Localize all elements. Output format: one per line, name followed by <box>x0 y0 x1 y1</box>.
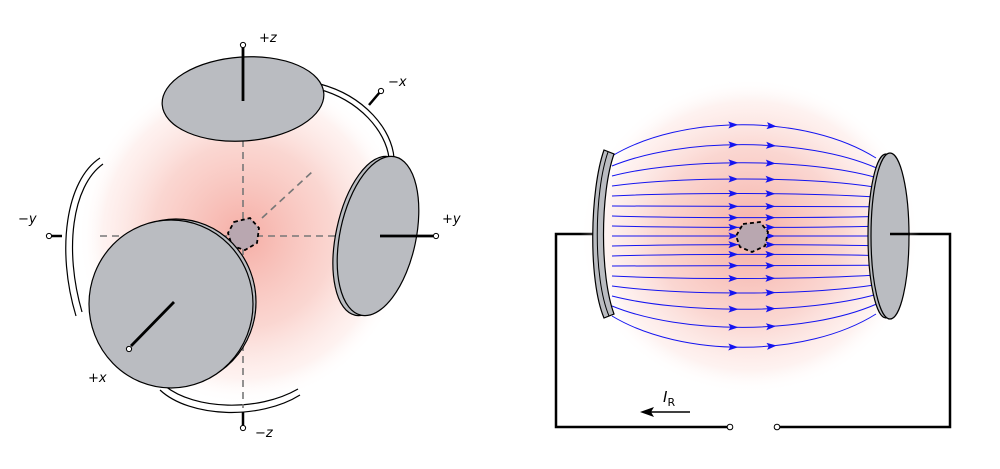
left-sample-blob <box>227 216 260 251</box>
field-arrowhead <box>766 342 777 350</box>
right-sample-blob <box>735 221 769 253</box>
field-arrowhead <box>765 241 776 249</box>
field-arrowhead <box>728 223 739 231</box>
field-arrowhead <box>728 323 739 331</box>
field-arrowhead <box>765 223 776 231</box>
right-diagram: IR <box>554 78 952 431</box>
rim-arc-minus-y <box>65 157 101 317</box>
field-lines <box>611 121 877 351</box>
label-minus-z: −z <box>255 426 274 441</box>
terminal-plus-y <box>432 232 440 240</box>
field-line <box>611 294 877 310</box>
rim-arc-minus-y-inner <box>71 163 104 313</box>
field-line <box>611 274 877 280</box>
field-arrowhead <box>728 141 739 149</box>
field-line <box>611 162 877 178</box>
field-arrowhead <box>728 175 739 183</box>
field-arrowhead <box>765 274 776 282</box>
rim-arc-minus-x <box>319 83 395 159</box>
field-arrowhead <box>728 305 739 313</box>
current-arrow-head <box>640 407 654 417</box>
circuit-wire-left <box>554 232 727 429</box>
field-line <box>611 192 877 198</box>
current-symbol: I <box>663 388 668 406</box>
field-arrowhead <box>765 175 776 183</box>
rod-plus-x <box>129 301 176 347</box>
field-arrowhead <box>765 323 777 331</box>
field-arrowhead <box>765 262 776 270</box>
field-line <box>611 178 877 188</box>
field-line <box>611 124 877 159</box>
label-minus-y: −y <box>18 212 37 227</box>
field-arrowhead <box>728 275 739 283</box>
field-arrowhead <box>765 214 776 222</box>
field-line <box>611 264 877 267</box>
rim-arc-minus-z <box>159 389 301 414</box>
switch-terminal-right <box>773 423 781 431</box>
field-arrowhead <box>728 289 739 297</box>
switch-terminal-left <box>726 423 734 431</box>
label-plus-y: +y <box>442 212 461 227</box>
field-line <box>611 215 877 219</box>
field-arrowhead <box>766 122 777 130</box>
stub-minus-x <box>368 91 381 106</box>
field-arrowhead <box>765 305 776 313</box>
current-label: IR <box>663 388 675 409</box>
terminal-minus-x <box>377 87 385 95</box>
terminal-plus-x <box>125 345 133 353</box>
field-line <box>611 205 877 208</box>
field-arrowhead <box>728 202 739 210</box>
field-arrowhead <box>765 202 776 210</box>
field-arrowhead <box>765 289 776 297</box>
field-line <box>611 303 877 328</box>
terminal-minus-z <box>239 424 247 432</box>
field-line <box>611 253 877 257</box>
field-arrowhead <box>728 241 739 249</box>
field-arrowhead <box>765 232 776 240</box>
current-subscript: R <box>667 396 675 409</box>
rim-arc-minus-z-inner <box>164 385 299 406</box>
terminal-plus-z <box>239 41 247 49</box>
circuit-wire-right <box>780 232 952 429</box>
plate-left-inner <box>596 151 610 317</box>
field-arrowhead <box>728 262 739 270</box>
label-plus-z: +z <box>259 31 278 46</box>
field-arrowhead <box>765 141 777 149</box>
field-arrowhead <box>728 343 739 351</box>
field-arrowhead <box>728 121 739 129</box>
electrode-plus-y <box>336 155 420 317</box>
field-arrowhead <box>765 250 776 258</box>
field-line <box>611 313 877 348</box>
label-plus-x: +x <box>88 371 107 386</box>
field-arrowhead <box>728 250 739 258</box>
plate-right <box>870 152 910 320</box>
field-arrowhead <box>765 190 776 198</box>
terminal-minus-y <box>45 232 53 240</box>
field-line <box>611 284 877 294</box>
field-arrowhead <box>728 189 739 197</box>
field-arrowhead <box>728 159 739 167</box>
left-diagram: +z −z −x +x +y −y <box>18 31 461 441</box>
rim-arc-minus-x-inner <box>317 88 390 159</box>
field-line <box>611 144 877 169</box>
field-arrowhead <box>728 214 739 222</box>
field-arrowhead <box>728 232 739 240</box>
label-minus-x: −x <box>388 75 407 90</box>
field-arrowhead <box>765 159 776 167</box>
